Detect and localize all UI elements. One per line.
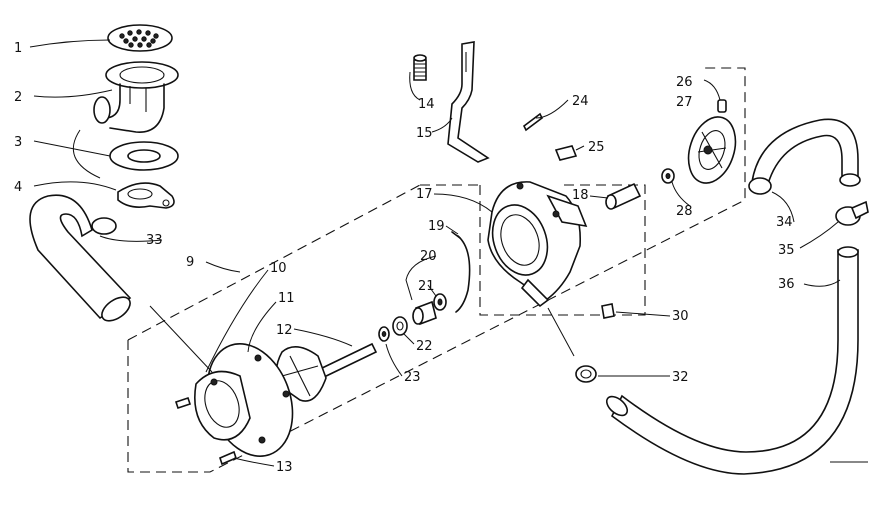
callout-11: 11 bbox=[278, 291, 295, 306]
callout-18: 18 bbox=[572, 188, 589, 203]
callout-30: 30 bbox=[672, 309, 689, 324]
callout-4: 4 bbox=[14, 180, 22, 195]
dashed-group-outline-housing bbox=[479, 184, 646, 316]
callout-26: 26 bbox=[676, 75, 693, 90]
part-flange-gasket bbox=[117, 182, 175, 209]
callout-9: 9 bbox=[186, 255, 194, 270]
callout-15: 15 bbox=[416, 126, 433, 141]
part-clip-25 bbox=[554, 145, 578, 161]
part-strainer bbox=[107, 24, 173, 52]
part-pump-housing bbox=[487, 181, 588, 308]
callout-35: 35 bbox=[778, 243, 795, 258]
callout-17: 17 bbox=[416, 187, 433, 202]
part-seal-20 bbox=[412, 300, 437, 326]
part-pump-cover bbox=[194, 343, 294, 457]
callout-10: 10 bbox=[270, 261, 287, 276]
callout-3: 3 bbox=[14, 135, 22, 150]
callout-labels: 1 2 3 4 9 10 11 12 13 14 15 17 18 19 20 … bbox=[14, 41, 795, 475]
callout-14: 14 bbox=[418, 97, 435, 112]
part-hose-clamp-35 bbox=[835, 200, 869, 226]
callout-33: 33 bbox=[146, 233, 163, 248]
part-seal-22 bbox=[392, 316, 408, 336]
callout-21: 21 bbox=[418, 279, 435, 294]
callout-23: 23 bbox=[404, 370, 421, 385]
callout-19: 19 bbox=[428, 219, 445, 234]
part-clip-30 bbox=[601, 303, 615, 319]
callout-13: 13 bbox=[276, 460, 293, 475]
dashed-group-outline-pump bbox=[127, 67, 746, 473]
part-drain-elbow bbox=[93, 61, 179, 133]
callout-2: 2 bbox=[14, 90, 22, 105]
part-j-hose bbox=[29, 194, 132, 322]
callout-20: 20 bbox=[420, 249, 437, 264]
part-screw-24 bbox=[522, 112, 544, 132]
callout-25: 25 bbox=[588, 140, 605, 155]
part-pulley bbox=[687, 116, 737, 184]
part-seal-21 bbox=[433, 293, 447, 311]
callout-28-lower: 28 bbox=[676, 204, 693, 219]
callout-24: 24 bbox=[572, 94, 589, 109]
part-shaft-coupler bbox=[605, 182, 642, 210]
part-clamp-wire bbox=[451, 231, 471, 313]
part-gasket-washer bbox=[109, 141, 179, 171]
part-lower-hose bbox=[605, 246, 859, 475]
leader-lines bbox=[29, 39, 841, 467]
callout-36: 36 bbox=[778, 277, 795, 292]
callout-22: 22 bbox=[416, 339, 433, 354]
part-upper-hose bbox=[748, 118, 861, 195]
part-bolt bbox=[413, 54, 427, 81]
part-washer-28 bbox=[661, 168, 675, 184]
callout-1: 1 bbox=[14, 41, 22, 56]
callout-32: 32 bbox=[672, 370, 689, 385]
part-screw-13 bbox=[174, 396, 237, 466]
part-set-screw-26 bbox=[717, 99, 727, 113]
callout-27: 27 bbox=[676, 95, 693, 110]
part-washer-23 bbox=[378, 326, 390, 342]
callout-12: 12 bbox=[276, 323, 293, 338]
part-impeller-shaft bbox=[275, 342, 378, 402]
part-hose-clamp-32 bbox=[575, 365, 597, 383]
callout-34: 34 bbox=[776, 215, 793, 230]
part-mounting-bracket bbox=[447, 41, 490, 163]
